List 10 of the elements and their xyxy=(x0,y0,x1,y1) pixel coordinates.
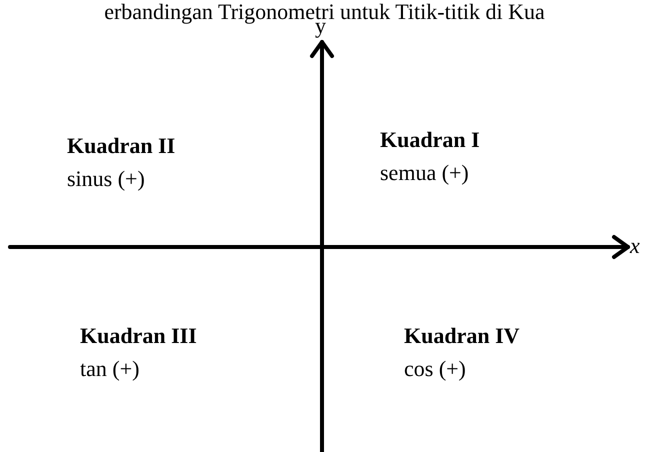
quadrant-heading: Kuadran III xyxy=(80,324,197,348)
axis-label: x xyxy=(630,234,640,258)
quadrant-heading: Kuadran I xyxy=(380,128,480,152)
quadrant-note: cos (+) xyxy=(404,357,466,382)
quadrant-note: tan (+) xyxy=(80,357,140,382)
quadrant-note: semua (+) xyxy=(380,161,469,186)
quadrant-heading: Kuadran II xyxy=(67,134,176,158)
quadrant-note: sinus (+) xyxy=(67,167,145,192)
title: erbandingan Trigonometri untuk Titik-titik di Kua xyxy=(103,0,546,24)
quadrant-heading: Kuadran IV xyxy=(404,324,520,348)
